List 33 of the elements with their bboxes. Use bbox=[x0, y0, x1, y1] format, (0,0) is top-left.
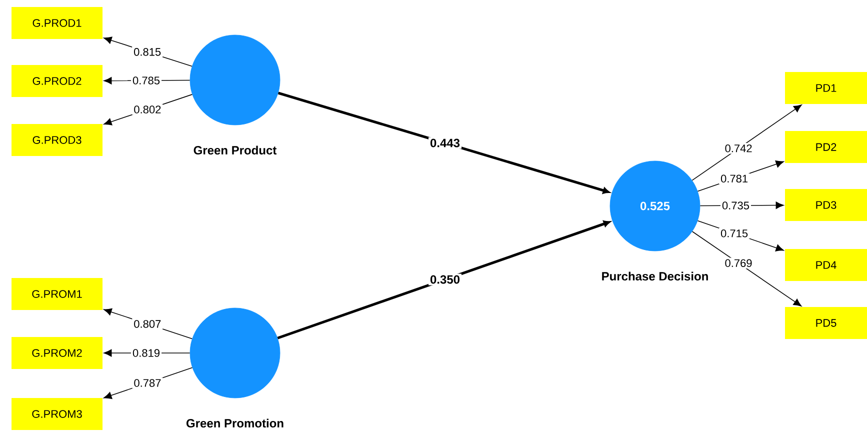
edge-label: 0.807 bbox=[132, 318, 163, 330]
edge-label: 0.781 bbox=[719, 173, 750, 184]
edge-label: 0.742 bbox=[723, 142, 754, 154]
indicator-box: G.PROD3 bbox=[12, 124, 102, 156]
edge-label: 0.787 bbox=[132, 378, 163, 388]
edge-label: 0.715 bbox=[719, 228, 750, 239]
edge-label: 0.819 bbox=[131, 348, 162, 358]
indicator-box: G.PROD2 bbox=[12, 65, 102, 97]
indicator-box: G.PROD1 bbox=[12, 7, 102, 39]
indicator-box: PD3 bbox=[785, 189, 867, 221]
edge-label: 0.802 bbox=[132, 104, 163, 115]
indicator-box: PD2 bbox=[785, 131, 867, 163]
construct-circle bbox=[190, 308, 280, 398]
indicator-box: G.PROM3 bbox=[12, 398, 102, 430]
edge-label: 0.443 bbox=[428, 137, 462, 149]
indicator-box: PD5 bbox=[785, 307, 867, 339]
edge-label: 0.815 bbox=[132, 46, 163, 58]
arrow bbox=[692, 104, 802, 181]
construct-label: Green Promotion bbox=[186, 418, 284, 428]
indicator-box: PD1 bbox=[785, 72, 867, 104]
indicator-box: PD4 bbox=[785, 249, 867, 281]
arrow bbox=[278, 92, 610, 194]
indicator-box: G.PROM2 bbox=[12, 337, 102, 369]
edge-label: 0.735 bbox=[720, 200, 751, 211]
arrow bbox=[277, 220, 610, 340]
edge-label: 0.785 bbox=[131, 75, 162, 86]
construct-label: Green Product bbox=[194, 146, 277, 155]
indicator-box: G.PROM1 bbox=[12, 278, 102, 310]
edge-label: 0.350 bbox=[428, 274, 462, 286]
edge-label: 0.769 bbox=[723, 258, 754, 269]
arrow bbox=[692, 231, 802, 306]
construct-label: Purchase Decision bbox=[602, 272, 708, 281]
construct-circle bbox=[190, 34, 280, 126]
